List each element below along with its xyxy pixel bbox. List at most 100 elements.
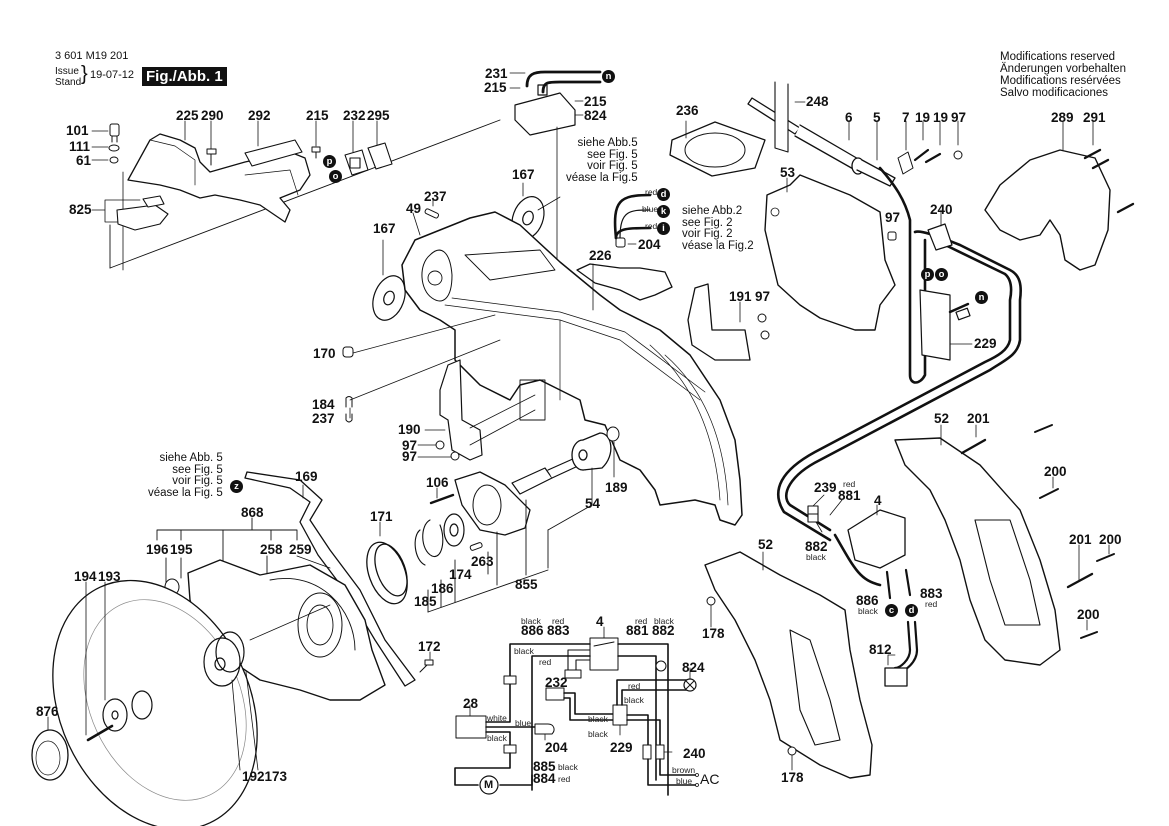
- part-screw-290: [206, 148, 217, 166]
- cross-ref-fig2: siehe Abb.2 see Fig. 2 voir Fig. 2 véase…: [682, 205, 754, 252]
- wire-color-red-d: red: [645, 187, 658, 197]
- callout-240: 240: [930, 202, 953, 217]
- modifications-fr: Modifications resérvées: [1000, 75, 1121, 87]
- connector-z: z: [230, 480, 243, 493]
- callout-185: 185: [414, 594, 437, 609]
- callout-225: 225: [176, 108, 199, 123]
- part-grommet-7: [897, 151, 914, 175]
- callout-111: 111: [69, 139, 91, 154]
- part-screw-215a: [311, 146, 321, 159]
- schematic-motor-label: M: [484, 779, 494, 791]
- part-board-229: [919, 289, 973, 361]
- schematic-wire-882-color: black: [654, 616, 674, 626]
- part-cap-876: [31, 716, 69, 781]
- schematic-ac-label: AC: [700, 771, 720, 787]
- connector-k: k: [657, 205, 670, 218]
- part-band-171: [366, 521, 408, 605]
- wire-color-blue-k: blue: [642, 204, 659, 214]
- part-cap-295: [367, 142, 393, 170]
- part-screw-172: [419, 651, 434, 673]
- part-pulley-54: [571, 432, 612, 506]
- part-pin-237: [424, 197, 440, 219]
- part-washer-193: [102, 581, 153, 732]
- part-screws-291: [1083, 148, 1135, 214]
- callout-191: 191: [729, 289, 752, 304]
- part-washer-111: [108, 144, 120, 152]
- callout-97-191: 97: [755, 289, 771, 304]
- callout-194: 194: [74, 569, 97, 584]
- schematic-wire-red-1: red: [539, 657, 552, 667]
- callout-7: 7: [902, 110, 910, 125]
- leader-lines-824: [509, 72, 584, 116]
- connector-n-top: n: [602, 70, 615, 83]
- schematic-wire-black-1: black: [514, 646, 534, 656]
- schematic-wire-black-3: black: [624, 695, 644, 705]
- callout-200-a: 200: [1044, 464, 1067, 479]
- callout-290: 290: [201, 108, 224, 123]
- part-handle-cap-289: [984, 121, 1111, 271]
- callout-289: 289: [1051, 110, 1074, 125]
- callout-226: 226: [589, 248, 612, 263]
- cross-ref-fig5-left: siehe Abb. 5 see Fig. 5 voir Fig. 5 véas…: [148, 452, 223, 499]
- callout-248: 248: [806, 94, 829, 109]
- callout-201-bottom: 201: [1069, 532, 1092, 547]
- callout-215-board-left: 215: [484, 80, 507, 95]
- leader-868-bracket: [156, 517, 331, 591]
- callout-19-b: 19: [933, 110, 949, 125]
- callout-883: 883: [920, 586, 943, 601]
- callout-215-left: 215: [306, 108, 329, 123]
- cross-ref-fig5-top: siehe Abb.5 see Fig. 5 voir Fig. 5 véase…: [566, 137, 638, 184]
- part-washer-167-left: [372, 239, 406, 321]
- cable-n-lower: [541, 80, 602, 94]
- modifications-en: Modifications reserved: [1000, 51, 1116, 63]
- callout-193: 193: [98, 569, 121, 584]
- connector-d-top: d: [657, 188, 670, 201]
- callout-53: 53: [780, 165, 796, 180]
- callout-812: 812: [869, 642, 892, 657]
- part-cable-guide-226: [576, 263, 673, 311]
- callout-178-bottom: 178: [781, 770, 804, 785]
- assembly-guide-line: [109, 119, 501, 269]
- callout-172: 172: [418, 639, 441, 654]
- leader-855-bracket: [427, 499, 593, 613]
- part-clip-825: [116, 195, 169, 231]
- callout-196: 196: [146, 542, 169, 557]
- issue-label: Issue: [55, 66, 79, 77]
- connector-p-left: p: [323, 155, 336, 168]
- callout-54: 54: [585, 496, 601, 511]
- connector-o-right: o: [935, 268, 948, 281]
- schematic-callout-883: 883: [547, 623, 570, 638]
- wire-color-red-i: red: [645, 221, 658, 231]
- callout-97-bracket-b: 97: [402, 449, 418, 464]
- schematic-callout-824: 824: [682, 660, 705, 675]
- schematic-callout-229: 229: [610, 740, 633, 755]
- schematic-callout-886: 886: [521, 623, 544, 638]
- issue-date: 19-07-12: [90, 69, 135, 81]
- schematic-callout-28: 28: [463, 696, 479, 711]
- brace: }: [81, 63, 88, 85]
- part-switch-4: [847, 504, 906, 569]
- callout-4-switch: 4: [874, 493, 882, 508]
- callout-171: 171: [370, 509, 393, 524]
- part-link-169: [244, 471, 416, 687]
- callout-292: 292: [248, 108, 271, 123]
- wiring-schematic: [454, 626, 699, 796]
- part-connector-239: [807, 494, 843, 533]
- schematic-wire-black-4: black: [588, 714, 608, 724]
- callout-232: 232: [343, 108, 366, 123]
- schematic-callout-885: 885: [533, 759, 556, 774]
- part-number: 3 601 M19 201: [55, 50, 129, 62]
- part-handle-52-left: [704, 551, 873, 779]
- part-rings-185-186: [414, 519, 444, 566]
- modifications-es: Salvo modificaciones: [1000, 87, 1109, 99]
- wire-color-882: black: [806, 552, 826, 562]
- part-switch-232: [344, 149, 369, 176]
- schematic-wire-white: white: [487, 713, 507, 723]
- callout-239: 239: [814, 480, 837, 495]
- schematic-wire-brown: brown: [672, 765, 696, 775]
- callout-178-top: 178: [702, 626, 725, 641]
- schematic-callout-204: 204: [545, 740, 568, 755]
- callout-824: 824: [584, 108, 607, 123]
- part-washer-61: [109, 156, 119, 164]
